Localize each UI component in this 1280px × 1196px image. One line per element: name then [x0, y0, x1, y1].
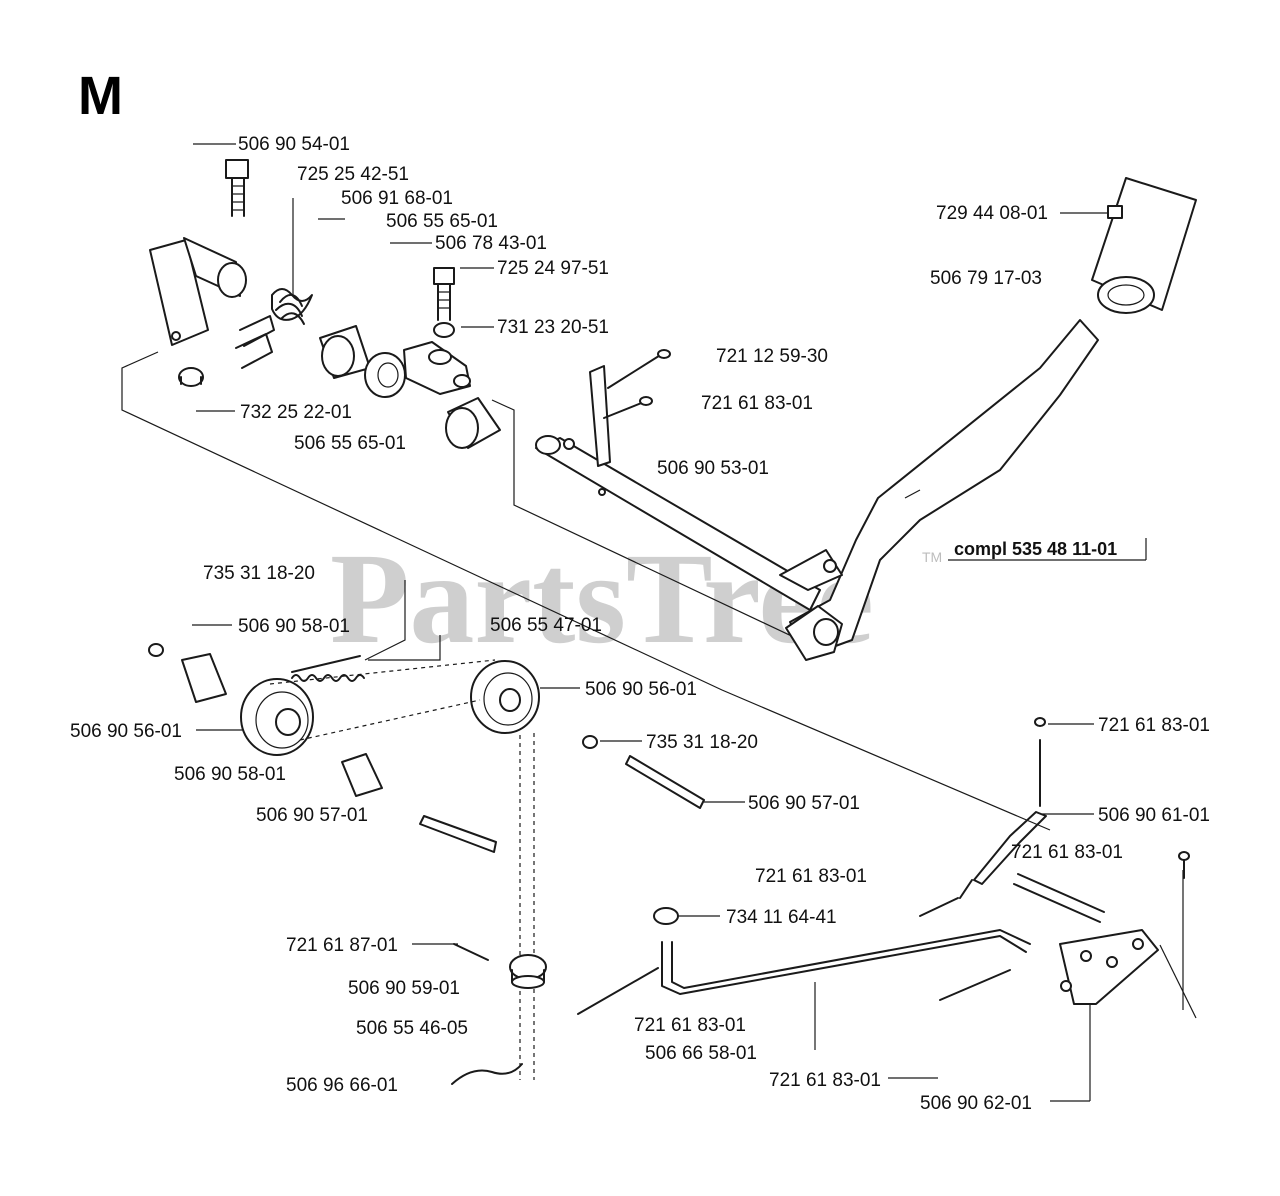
watermark-trademark: TM	[922, 549, 942, 565]
label-506-78-43-01: 506 78 43-01	[435, 233, 547, 254]
mounting-plate	[1059, 929, 1159, 1005]
label-506-66-58-01: 506 66 58-01	[645, 1043, 757, 1064]
label-506-90-56-01-left: 506 90 56-01	[70, 721, 182, 742]
label-721-61-83-01-upper: 721 61 83-01	[701, 393, 813, 414]
label-721-12-59-30: 721 12 59-30	[716, 346, 828, 367]
label-506-90-58-01-lower: 506 90 58-01	[174, 764, 286, 785]
torsion-spring	[235, 288, 313, 369]
label-721-61-83-01-right-top: 721 61 83-01	[1098, 715, 1210, 736]
bushings	[319, 325, 501, 449]
right-pulley	[470, 660, 705, 809]
clamp-arm	[403, 267, 471, 395]
label-506-90-57-01-left: 506 90 57-01	[256, 805, 368, 826]
label-725-24-97-51: 725 24 97-51	[497, 258, 609, 279]
label-506-90-59-01: 506 90 59-01	[348, 978, 460, 999]
drive-belt	[269, 659, 535, 1080]
label-731-23-20-51: 731 23 20-51	[497, 317, 609, 338]
label-506-90-53-01: 506 90 53-01	[657, 458, 769, 479]
label-721-61-83-01-center: 721 61 83-01	[755, 866, 867, 887]
label-721-61-83-01-lower: 721 61 83-01	[634, 1015, 746, 1036]
lower-linkage	[577, 717, 1190, 1015]
lift-lever	[779, 319, 1099, 661]
label-721-61-83-01-right-mid: 721 61 83-01	[1011, 842, 1123, 863]
label-734-11-64-41: 734 11 64-41	[726, 907, 837, 928]
label-506-55-65-01-bottom: 506 55 65-01	[294, 433, 406, 454]
label-506-79-17-03: 506 79 17-03	[930, 268, 1042, 289]
section-letter: M	[78, 66, 123, 126]
lock-nut	[178, 367, 204, 387]
pivot-shaft	[535, 435, 821, 611]
leader-lines	[121, 143, 1197, 1102]
label-506-90-54-01: 506 90 54-01	[238, 134, 350, 155]
label-506-55-46-05: 506 55 46-05	[356, 1018, 468, 1039]
upper-bolt	[225, 159, 249, 217]
label-725-25-42-51: 725 25 42-51	[297, 164, 409, 185]
idler-bushing	[451, 943, 547, 1085]
label-506-90-61-01: 506 90 61-01	[1098, 805, 1210, 826]
label-506-91-68-01: 506 91 68-01	[341, 188, 453, 209]
label-721-61-83-01-bottom: 721 61 83-01	[769, 1070, 881, 1091]
lever-handle	[1091, 177, 1197, 314]
label-732-25-22-01: 732 25 22-01	[240, 402, 352, 423]
label-735-31-18-20-right: 735 31 18-20	[646, 732, 758, 753]
control-rod	[653, 907, 1031, 995]
label-506-90-62-01: 506 90 62-01	[920, 1093, 1032, 1114]
lift-pin	[589, 349, 671, 467]
label-506-55-65-01-top: 506 55 65-01	[386, 211, 498, 232]
label-506-90-56-01-right: 506 90 56-01	[585, 679, 697, 700]
tension-spring	[291, 655, 365, 682]
label-721-61-87-01: 721 61 87-01	[286, 935, 398, 956]
left-pulley	[148, 643, 497, 853]
label-735-31-18-20-left: 735 31 18-20	[203, 563, 315, 584]
pivot-bracket	[149, 237, 247, 346]
label-506-90-57-01-right: 506 90 57-01	[748, 793, 860, 814]
watermark: PartsTree	[330, 527, 874, 671]
part-labels: 506 90 54-01 725 25 42-51 506 91 68-01 5…	[70, 134, 1210, 1114]
assembly-label: compl 535 48 11-01	[954, 539, 1117, 559]
label-729-44-08-01: 729 44 08-01	[936, 203, 1048, 224]
label-506-90-58-01-upper: 506 90 58-01	[238, 616, 350, 637]
label-506-96-66-01: 506 96 66-01	[286, 1075, 398, 1096]
label-506-55-47-01: 506 55 47-01	[490, 615, 602, 636]
